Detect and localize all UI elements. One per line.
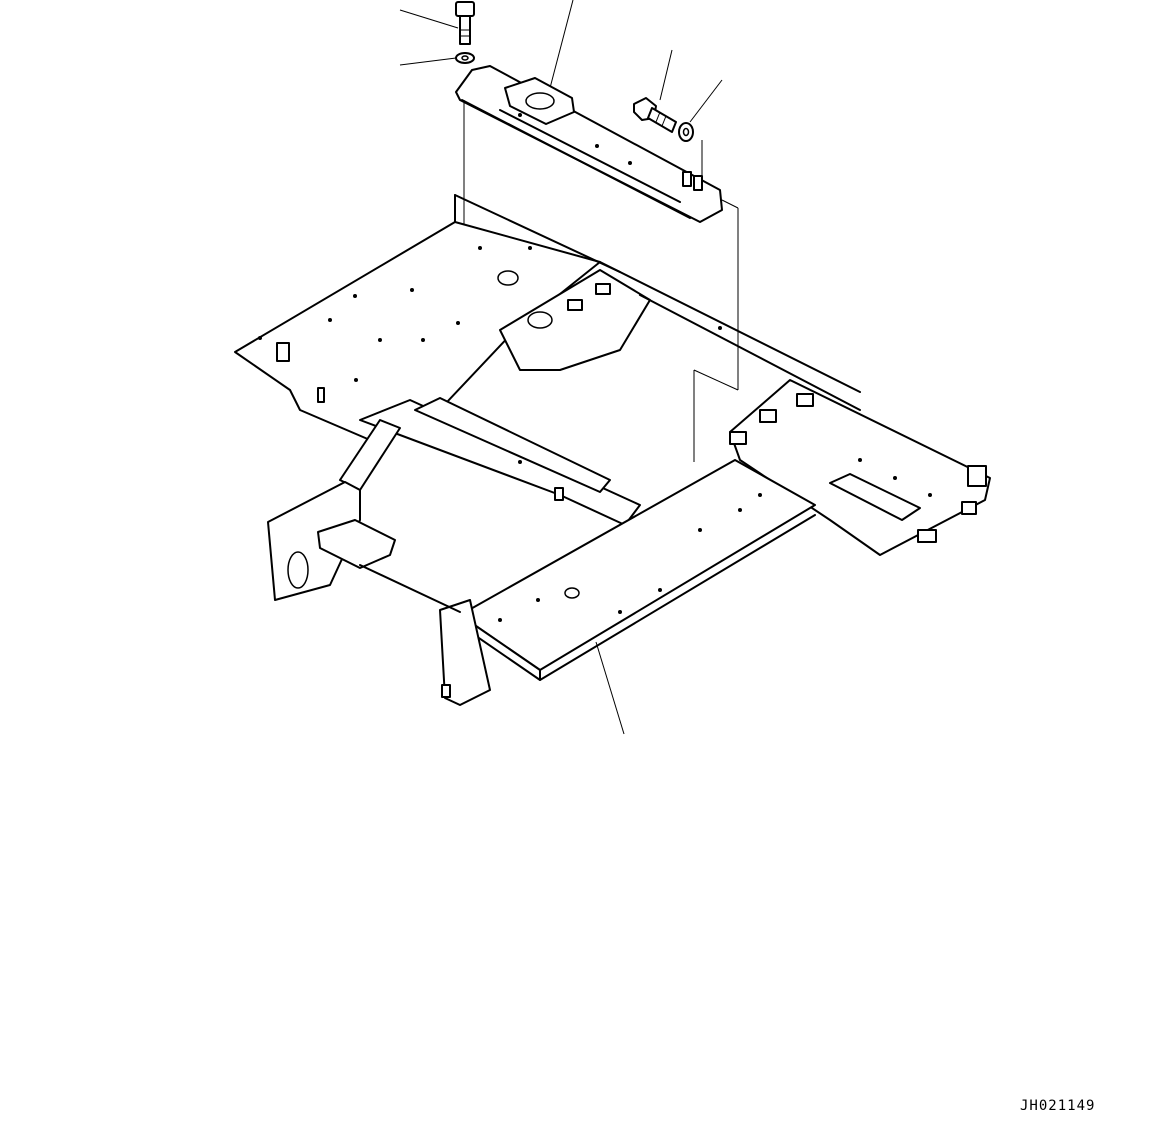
leader-bolt-top — [399, 9, 459, 29]
leader-bolt-right — [659, 49, 673, 101]
frame-front-leg — [267, 481, 491, 706]
washer-top — [455, 52, 475, 64]
frame-left-plate — [234, 194, 621, 441]
leader-washer-top — [399, 57, 457, 66]
frame-center-beams — [339, 261, 861, 526]
bolt-top — [455, 1, 475, 45]
bolt-right — [633, 97, 677, 133]
frame-right-plate — [729, 379, 991, 556]
leader-washer-right — [689, 79, 723, 123]
leader-frame — [595, 641, 625, 735]
drawing-id-label: JH021149 — [1020, 1098, 1096, 1114]
bracket — [455, 65, 723, 223]
washer-right — [678, 122, 694, 142]
frame-front-plate — [459, 459, 816, 681]
leader-bracket — [549, 0, 574, 89]
leader-lines — [399, 0, 723, 735]
